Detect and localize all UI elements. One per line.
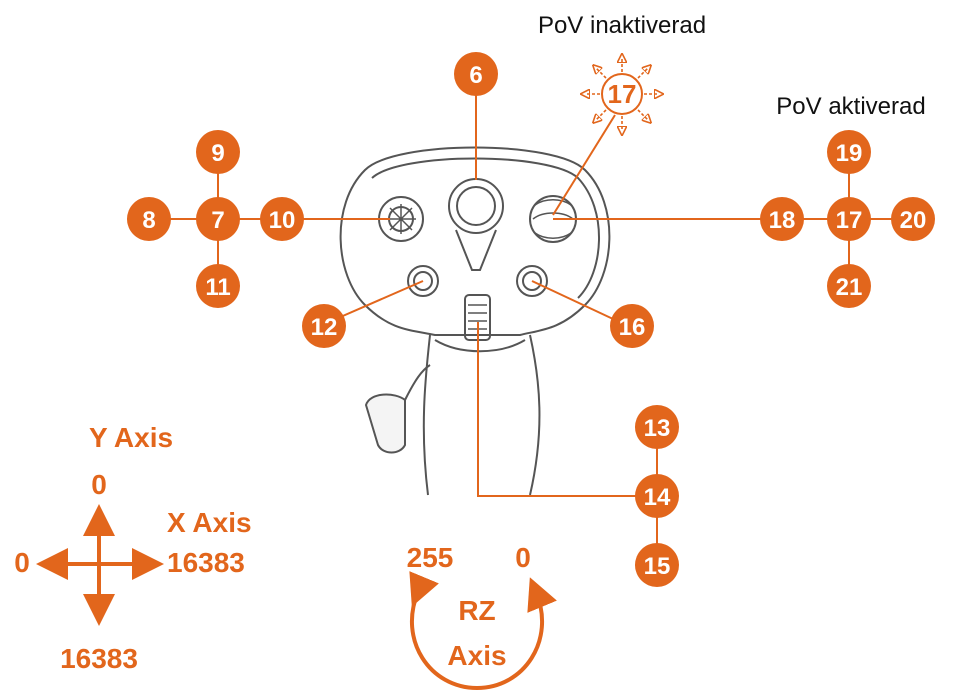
y-axis-title: Y Axis bbox=[89, 422, 173, 453]
badge-10: 10 bbox=[260, 197, 304, 241]
svg-text:19: 19 bbox=[836, 140, 863, 167]
rz-left-value: 255 bbox=[407, 542, 454, 573]
x-axis-title: X Axis bbox=[167, 507, 252, 538]
button-16-body bbox=[516, 265, 548, 297]
joystick-head-outline bbox=[339, 146, 611, 336]
svg-text:15: 15 bbox=[644, 553, 671, 580]
pov-inactive-group: PoV inaktiverad 17 bbox=[538, 12, 706, 131]
x-axis-max: 16383 bbox=[167, 547, 245, 578]
rz-right-value: 0 bbox=[515, 542, 531, 573]
badge-21: 21 bbox=[827, 264, 871, 308]
svg-text:16: 16 bbox=[619, 314, 646, 341]
badge-11: 11 bbox=[196, 264, 240, 308]
button-12-body bbox=[407, 265, 439, 297]
side-trigger bbox=[364, 393, 406, 454]
line-17-inactive bbox=[552, 114, 616, 216]
badge-6: 6 bbox=[454, 52, 498, 96]
svg-text:12: 12 bbox=[311, 314, 338, 341]
joystick-grip bbox=[422, 334, 541, 496]
x-axis-min: 0 bbox=[14, 547, 30, 578]
badge-15: 15 bbox=[635, 543, 679, 587]
joystick-head-inner bbox=[371, 157, 600, 299]
badge-20: 20 bbox=[891, 197, 935, 241]
svg-text:6: 6 bbox=[469, 62, 482, 89]
line-12 bbox=[328, 280, 424, 323]
joystick-illustration bbox=[339, 146, 611, 496]
rz-title-line1: RZ bbox=[458, 595, 495, 626]
badge-16: 16 bbox=[610, 304, 654, 348]
pov-active-caption: PoV aktiverad bbox=[776, 93, 925, 120]
svg-text:13: 13 bbox=[644, 415, 671, 442]
button-17-inactive-label: 17 bbox=[608, 79, 637, 109]
badge-18: 18 bbox=[760, 197, 804, 241]
y-axis-min: 0 bbox=[91, 469, 107, 500]
badge-19: 19 bbox=[827, 130, 871, 174]
badge-8: 8 bbox=[127, 197, 171, 241]
svg-text:10: 10 bbox=[269, 207, 296, 234]
badges: 6 9 8 7 10 11 12 16 bbox=[127, 52, 935, 587]
y-axis-max: 16383 bbox=[60, 643, 138, 674]
badge-9: 9 bbox=[196, 130, 240, 174]
badge-7: 7 bbox=[196, 197, 240, 241]
rz-axis-legend: 255 0 RZ Axis bbox=[407, 542, 557, 691]
svg-text:7: 7 bbox=[211, 207, 224, 234]
badge-12: 12 bbox=[302, 304, 346, 348]
line-14 bbox=[477, 322, 645, 497]
svg-text:14: 14 bbox=[644, 484, 671, 511]
pov-inactive-caption: PoV inaktiverad bbox=[538, 12, 706, 39]
badge-13: 13 bbox=[635, 405, 679, 449]
xy-axis-legend: Y Axis 0 16383 X Axis 16383 0 bbox=[14, 422, 251, 674]
svg-text:21: 21 bbox=[836, 274, 863, 301]
svg-text:20: 20 bbox=[900, 207, 927, 234]
svg-text:8: 8 bbox=[142, 207, 155, 234]
rz-rotation-arrow bbox=[409, 571, 557, 691]
svg-text:17: 17 bbox=[836, 207, 863, 234]
svg-text:11: 11 bbox=[205, 274, 230, 301]
rz-title-line2: Axis bbox=[447, 640, 506, 671]
svg-text:18: 18 bbox=[769, 207, 796, 234]
svg-text:9: 9 bbox=[211, 140, 224, 167]
button-17-inactive-outline bbox=[601, 73, 643, 115]
badge-17-active: 17 bbox=[827, 197, 871, 241]
badge-14: 14 bbox=[635, 474, 679, 518]
